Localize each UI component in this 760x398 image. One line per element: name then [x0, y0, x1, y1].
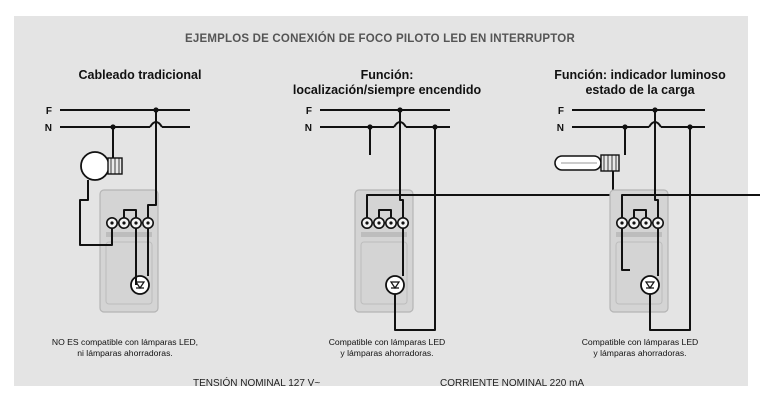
terminal-center: [620, 221, 624, 225]
terminal-center: [632, 221, 636, 225]
wiring-diagram-1: FN: [45, 106, 190, 313]
neutral-label: N: [305, 123, 312, 134]
wire: [79, 180, 113, 246]
switch-rocker: [360, 241, 408, 305]
wire: [654, 110, 659, 218]
led-diode-glyph: [134, 281, 146, 290]
terminal-center: [656, 221, 660, 225]
junction-dot: [110, 124, 116, 130]
switch-module: [354, 189, 414, 313]
neutral-label: N: [557, 123, 564, 134]
phase-label: F: [46, 106, 52, 117]
terminal-center: [110, 221, 114, 225]
led-pilot-icon: [640, 275, 660, 295]
switch-rocker: [105, 241, 153, 305]
wire: [378, 209, 392, 218]
page-title: EJEMPLOS DE CONEXIÓN DE FOCO PILOTO LED …: [185, 33, 575, 45]
junction-dot: [153, 107, 159, 113]
wire: [649, 127, 691, 331]
terminal-center: [365, 221, 369, 225]
diagram-2-subtitle: Función: localización/siempre encendido: [292, 68, 482, 97]
diagram-3-subtitle: Función: indicador luminoso estado de la…: [554, 68, 726, 97]
terminal-bar: [361, 232, 407, 237]
terminal-center: [644, 221, 648, 225]
junction-dot: [652, 107, 658, 113]
junction-dot: [367, 124, 373, 130]
terminal-center: [122, 221, 126, 225]
diagram-1-subtitle: Cableado tradicional: [78, 68, 202, 82]
wire: [123, 209, 137, 218]
terminal-bar: [106, 232, 152, 237]
current-rating: CORRIENTE NOMINAL 220 mA: [440, 378, 585, 389]
terminal-center: [389, 221, 393, 225]
junction-dot: [397, 107, 403, 113]
led-pilot-icon: [130, 275, 150, 295]
wiring-diagram-2: FN: [305, 106, 620, 331]
voltage-rating: TENSIÓN NOMINAL 127 V~: [193, 378, 321, 389]
terminal-center: [146, 221, 150, 225]
bulb-base: [600, 154, 620, 172]
wire: [621, 194, 760, 218]
junction-dot: [622, 124, 628, 130]
junction-dot: [432, 124, 438, 130]
terminal-center: [377, 221, 381, 225]
wire: [147, 110, 157, 218]
neutral-label: N: [45, 123, 52, 134]
switch-module: [99, 189, 159, 313]
wire: [399, 110, 404, 218]
wire: [621, 228, 630, 271]
diagram-3-note: Compatible con lámparas LED y lámparas a…: [581, 337, 699, 358]
led-diode-glyph: [389, 281, 401, 290]
terminal-bar: [616, 232, 662, 237]
led-diode-glyph: [644, 281, 656, 290]
diagram-1-note: NO ES compatible con lámparas LED, ni lá…: [51, 337, 199, 358]
junction-dot: [687, 124, 693, 130]
switch-module: [609, 189, 669, 313]
wire: [394, 127, 436, 331]
wiring-diagram-3: FN: [557, 106, 760, 331]
phase-label: F: [306, 106, 312, 117]
phase-label: F: [558, 106, 564, 117]
terminal-center: [401, 221, 405, 225]
diagram-2-note: Compatible con lámparas LED y lámparas a…: [328, 337, 446, 358]
incandescent-bulb-icon: [80, 151, 110, 181]
wire: [633, 209, 647, 218]
wire: [366, 171, 614, 218]
led-pilot-icon: [385, 275, 405, 295]
switch-rocker: [615, 241, 663, 305]
terminal-center: [134, 221, 138, 225]
